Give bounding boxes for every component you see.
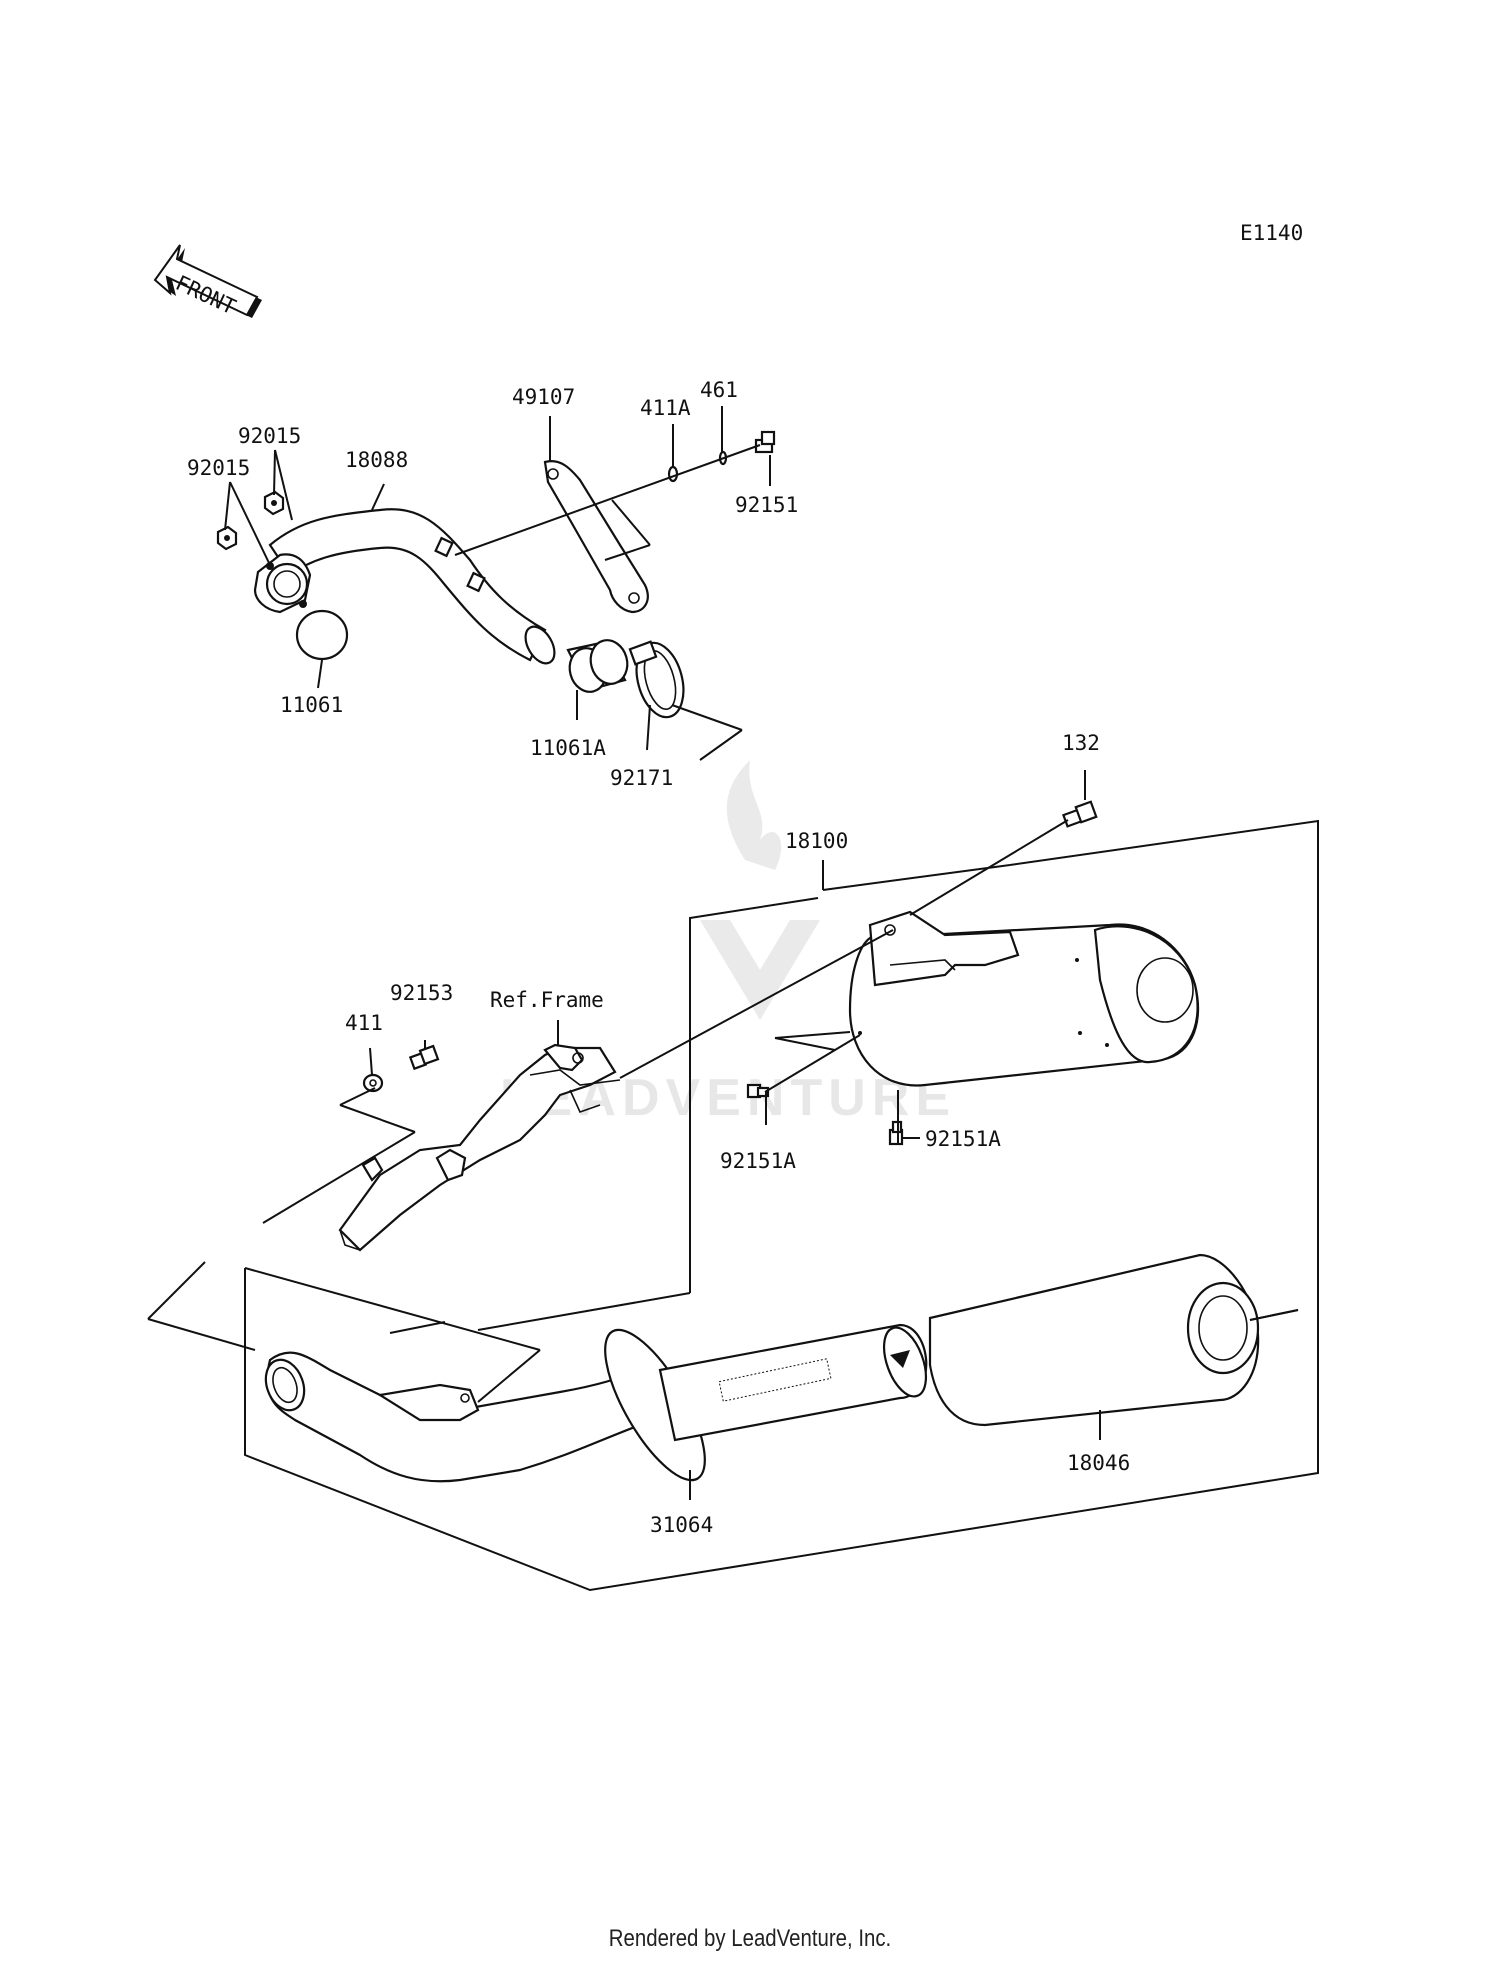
nut-92015-b xyxy=(263,490,285,516)
muffler-body-18046 xyxy=(928,1253,1299,1427)
label-18100: 18100 xyxy=(785,829,848,853)
header-pipe-18088 xyxy=(253,508,556,665)
spark-arrestor-31064 xyxy=(604,1323,928,1482)
bolt-132 xyxy=(1062,800,1098,828)
clamp-92171 xyxy=(628,640,685,719)
label-18088: 18088 xyxy=(345,448,408,472)
label-92151: 92151 xyxy=(735,493,798,517)
washer-411A xyxy=(667,465,679,483)
muffler-pipe xyxy=(264,1351,642,1483)
bolt-92151A-a xyxy=(746,1083,770,1099)
label-92151A-b: 92151A xyxy=(925,1127,1001,1151)
front-arrow-icon: FRONT xyxy=(153,244,262,319)
label-11061A: 11061A xyxy=(530,736,606,760)
label-411A: 411A xyxy=(640,396,691,420)
gasket-11061 xyxy=(295,609,349,661)
bolt-92153 xyxy=(408,1044,440,1071)
label-92153: 92153 xyxy=(390,981,453,1005)
leader-lines-lower xyxy=(262,770,1101,1500)
part-labels: 92015 92015 18088 11061 49107 411A 461 9… xyxy=(187,378,1130,1537)
label-92151A-a: 92151A xyxy=(720,1149,796,1173)
label-18046: 18046 xyxy=(1067,1451,1130,1475)
label-92015-b: 92015 xyxy=(238,424,301,448)
washer-411-hole xyxy=(369,1079,377,1087)
label-11061: 11061 xyxy=(280,693,343,717)
gasket-11061A xyxy=(566,639,629,693)
bolt-92151 xyxy=(754,430,776,454)
label-411: 411 xyxy=(345,1011,383,1035)
nut-92015-a xyxy=(216,525,238,551)
label-92015-a: 92015 xyxy=(187,456,250,480)
washer-411 xyxy=(362,1073,384,1093)
heat-guard-hole-1 xyxy=(547,468,559,480)
muffler-assembly-box xyxy=(147,819,1319,1592)
label-461: 461 xyxy=(700,378,738,402)
leader-lines-upper xyxy=(224,406,771,761)
ref-frame xyxy=(338,1043,621,1252)
label-ref-frame: Ref.Frame xyxy=(490,988,604,1012)
label-92171: 92171 xyxy=(610,766,673,790)
heat-guard-49107 xyxy=(543,460,649,614)
label-31064: 31064 xyxy=(650,1513,713,1537)
footer-credit: Rendered by LeadVenture, Inc. xyxy=(608,1925,892,1952)
label-49107: 49107 xyxy=(512,385,575,409)
label-132: 132 xyxy=(1062,731,1100,755)
diagram-code: E1140 xyxy=(1240,221,1303,245)
heat-guard-hole-2 xyxy=(628,592,640,604)
silencer-18100 xyxy=(774,910,1200,1087)
